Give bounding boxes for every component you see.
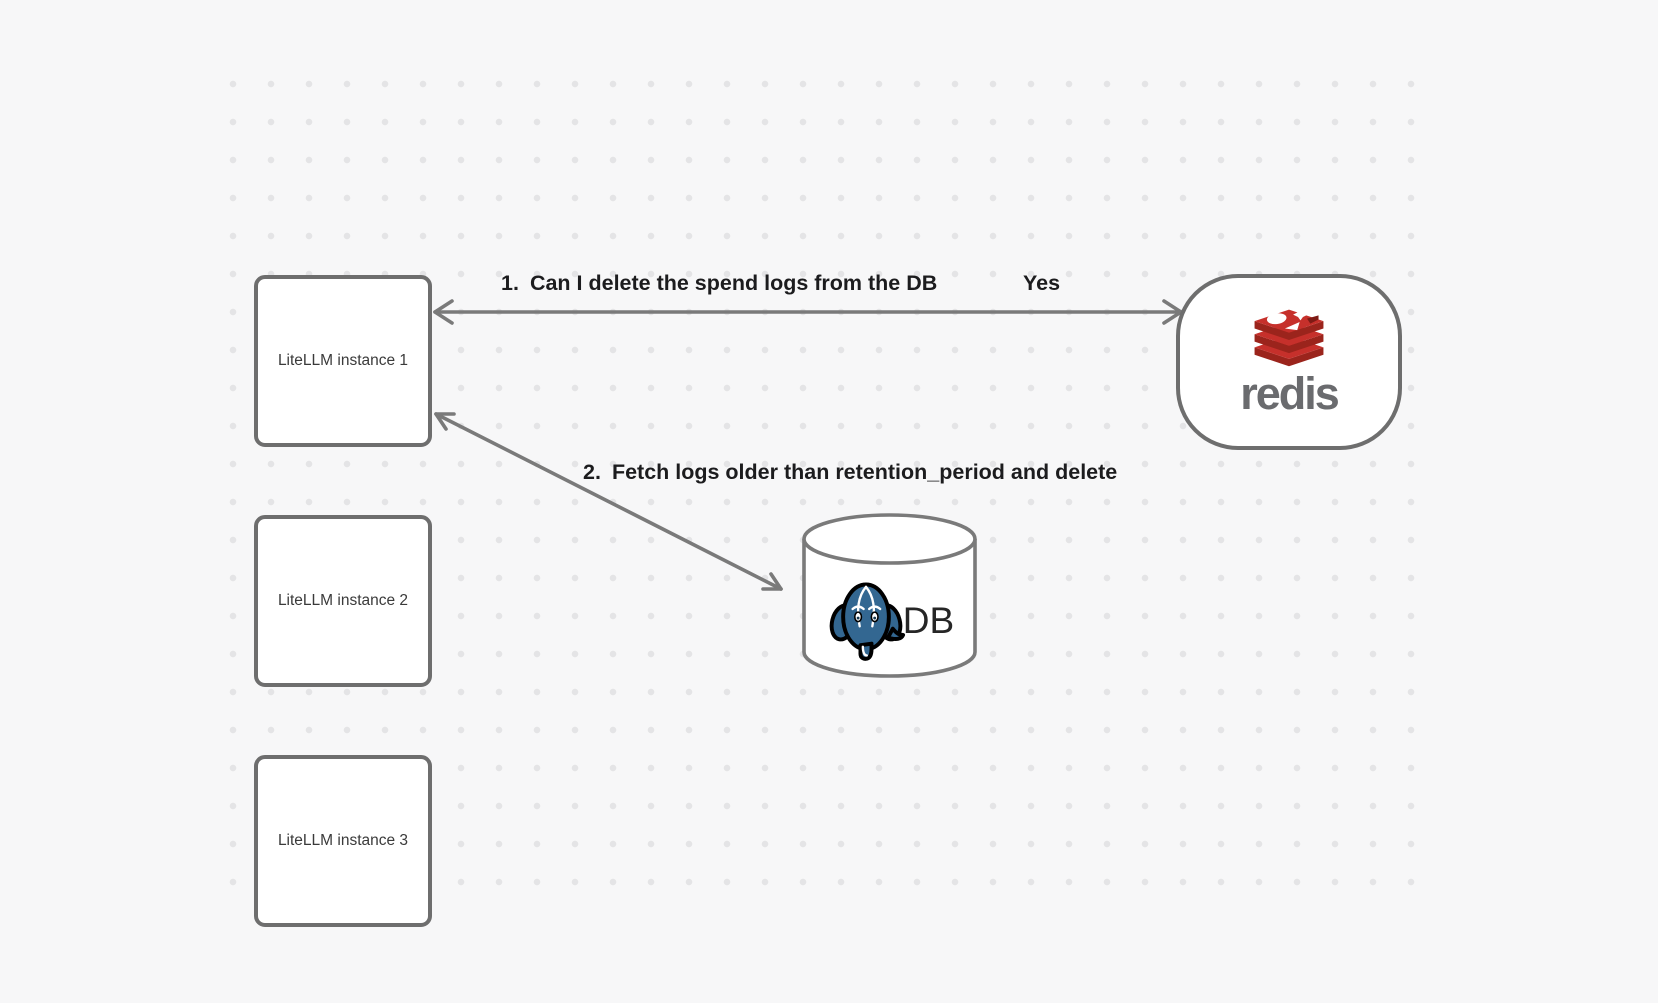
node-litellm-instance-3-label: LiteLLM instance 3 (277, 831, 409, 849)
edge-2-number: 2. (583, 460, 601, 484)
node-litellm-instance-1-label: LiteLLM instance 1 (277, 351, 409, 369)
node-litellm-instance-2-label: LiteLLM instance 2 (277, 591, 409, 609)
db-label: DB (902, 599, 955, 641)
edge-1-number: 1. (501, 271, 519, 295)
edge-1-label: 1. Can I delete the spend logs from the D… (501, 270, 937, 296)
edge-1-response-label: Yes (1023, 271, 1061, 295)
node-database[interactable]: DB (800, 512, 979, 681)
edge-2-text: Fetch logs older than retention_period a… (611, 460, 1118, 484)
node-redis[interactable]: redis (1176, 274, 1402, 450)
postgresql-elephant-icon (829, 582, 905, 661)
node-litellm-instance-3[interactable]: LiteLLM instance 3 (254, 755, 432, 927)
edge-2-arrow[interactable] (434, 412, 783, 591)
node-litellm-instance-1[interactable]: LiteLLM instance 1 (254, 275, 432, 447)
node-litellm-instance-2[interactable]: LiteLLM instance 2 (254, 515, 432, 687)
edge-1-text: Can I delete the spend logs from the DB (529, 271, 938, 295)
edge-2-label: 2. Fetch logs older than retention_period… (583, 459, 1117, 485)
redis-wordmark: redis (1240, 368, 1340, 419)
redis-stack-cube-icon (1254, 308, 1324, 367)
